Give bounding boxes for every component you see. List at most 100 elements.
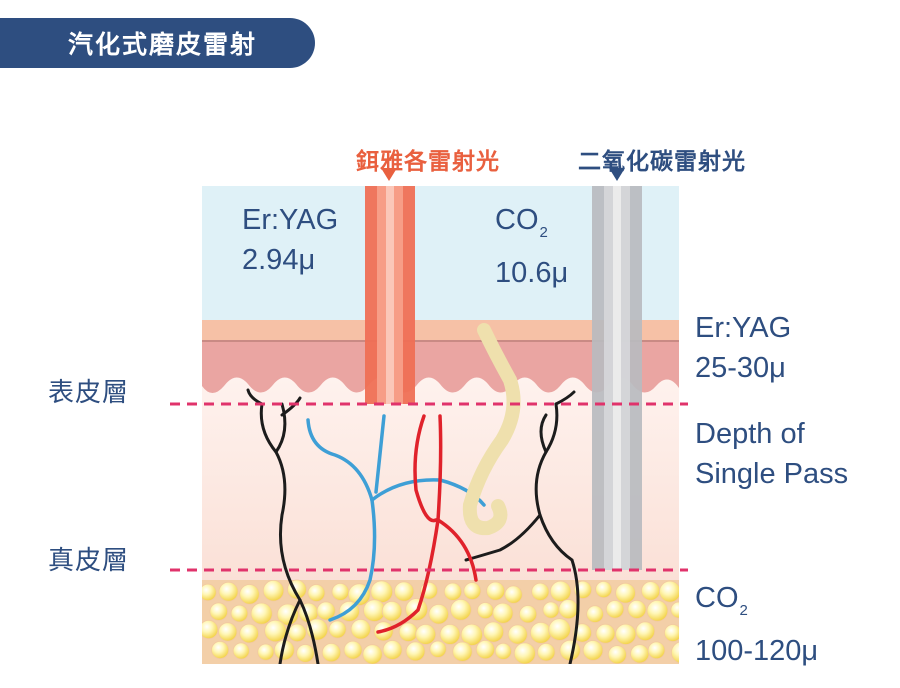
fat-cell	[452, 641, 473, 662]
fat-cell	[475, 639, 495, 660]
fat-cell	[627, 599, 647, 619]
fat-cell	[531, 582, 550, 601]
fat-cell	[449, 598, 472, 621]
fat-cell	[230, 604, 249, 623]
fat-cell	[362, 644, 383, 664]
fat-cell	[659, 580, 679, 603]
fat-cell	[232, 642, 250, 660]
er-yag-depth: Er:YAG 25-30μ	[695, 308, 791, 388]
fat-cell	[460, 623, 483, 646]
fat-cell	[209, 602, 228, 621]
fat-cell	[211, 641, 230, 660]
fat-cell	[507, 624, 528, 645]
co2-depth-name: CO2	[695, 582, 748, 619]
fat-cell	[331, 583, 350, 601]
fat-cell	[463, 582, 482, 600]
fat-cell	[202, 583, 217, 602]
er-yag-beam-label: 鉺雅各雷射光	[356, 149, 500, 175]
fat-cell	[542, 601, 560, 619]
fat-cell	[530, 621, 552, 644]
nerve-left	[259, 402, 320, 664]
fat-cell	[476, 602, 494, 620]
fat-cell	[264, 619, 287, 643]
fat-cell	[558, 599, 579, 620]
fat-cell	[393, 581, 415, 602]
fat-cell	[482, 621, 504, 643]
fat-cell	[486, 581, 506, 601]
fat-cell	[518, 605, 538, 624]
epidermis-label: 表皮層	[48, 378, 130, 408]
fat-cell	[262, 580, 285, 602]
fat-cell	[537, 643, 556, 662]
er-yag-spec: Er:YAG 2.94μ	[242, 200, 338, 280]
er-yag-depth-value: 25-30μ	[695, 352, 786, 384]
single-pass-note: Depth of Single Pass	[695, 414, 848, 494]
fat-cell	[605, 600, 625, 619]
artery-red	[413, 414, 438, 523]
fat-cell	[321, 642, 341, 663]
fat-cell	[276, 603, 299, 626]
fat-cell	[615, 582, 636, 604]
fat-cell	[296, 644, 315, 663]
fat-cell	[595, 581, 613, 599]
stratum-corneum	[202, 320, 679, 342]
page-title: 汽化式磨皮雷射	[67, 30, 257, 59]
fat-cell	[239, 623, 259, 644]
fat-cell	[429, 640, 447, 658]
fat-cell	[250, 602, 273, 625]
fat-cell	[202, 619, 219, 640]
fat-cell	[381, 601, 403, 622]
fat-cell	[439, 624, 461, 645]
er-yag-beam	[365, 186, 415, 404]
fat-cell	[350, 619, 372, 640]
co2-beam-label: 二氧化碳雷射光	[578, 149, 746, 175]
fat-cell	[443, 582, 462, 601]
fat-cells	[202, 579, 679, 664]
single-pass-line1: Depth of	[695, 418, 805, 450]
fat-cell	[405, 641, 426, 662]
co2-depth: CO2 100-120μ	[695, 578, 818, 671]
er-yag-name: Er:YAG	[242, 204, 339, 236]
fat-cell	[635, 621, 656, 641]
fat-cell	[218, 581, 239, 602]
fat-cell	[641, 581, 661, 601]
fat-cell	[670, 601, 679, 619]
fat-cell	[646, 599, 669, 622]
fat-cell	[630, 644, 650, 664]
co2-beam	[592, 186, 642, 570]
epidermis-region	[202, 342, 679, 393]
co2-wavelength: 10.6μ	[495, 257, 569, 289]
fat-cell	[492, 602, 514, 624]
fat-cell	[328, 620, 347, 639]
fat-cell	[607, 645, 627, 664]
single-pass-line2: Single Pass	[695, 458, 849, 490]
fat-cell	[307, 584, 326, 602]
fat-cell	[647, 641, 666, 660]
fat-cell	[595, 623, 616, 644]
co2-depth-value: 100-120μ	[695, 635, 819, 667]
co2-arrow	[609, 168, 625, 181]
fat-cell	[548, 618, 571, 641]
fat-cell	[288, 623, 307, 643]
fat-cell	[671, 641, 679, 664]
co2-spec: CO2 10.6μ	[495, 200, 568, 293]
co2-name: CO2	[495, 204, 548, 241]
fat-cell	[582, 640, 604, 661]
er-yag-depth-name: Er:YAG	[695, 312, 792, 344]
fat-cell	[494, 642, 512, 660]
fat-cell	[382, 640, 403, 660]
fat-cell	[586, 605, 604, 623]
fat-cell	[239, 584, 260, 605]
er-yag-arrow	[381, 168, 397, 181]
fat-cell	[664, 624, 679, 642]
fat-cell	[549, 580, 572, 603]
fat-cell	[428, 604, 449, 625]
fat-cell	[513, 642, 536, 664]
fat-cell	[218, 622, 238, 642]
fat-cell	[343, 640, 363, 660]
hair-shaft	[462, 323, 521, 536]
fat-cell	[398, 622, 419, 642]
fat-cell	[316, 601, 336, 621]
fat-cell	[257, 643, 275, 661]
